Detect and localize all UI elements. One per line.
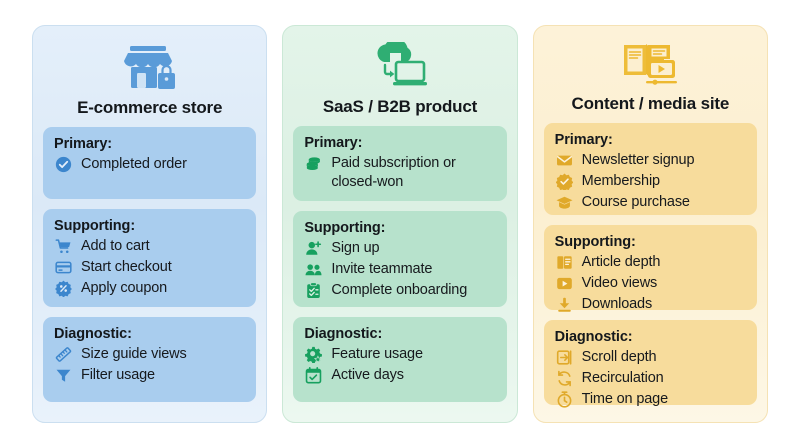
clipboard-check-icon xyxy=(304,281,323,300)
shopping-cart-icon xyxy=(54,237,73,256)
list-item: Size guide views xyxy=(54,345,245,364)
list-item-label: Add to cart xyxy=(81,238,150,255)
list-item-label: Downloads xyxy=(581,296,653,312)
section-label: Primary: xyxy=(304,135,363,152)
section-supporting-content: Supporting: Article depth Video views Do… xyxy=(543,225,757,312)
credit-card-icon xyxy=(54,258,73,277)
list-item: Time on page xyxy=(555,390,746,409)
list-item: Apply coupon xyxy=(54,279,245,298)
article-book-icon xyxy=(555,253,574,272)
section-label: Primary: xyxy=(554,132,613,148)
section-primary-saas: Primary: Paid subscription or closed-won xyxy=(293,126,507,201)
list-item: Scroll depth xyxy=(555,348,746,367)
section-diagnostic-saas: Diagnostic: Feature usage Active days xyxy=(293,317,507,403)
list-item-label: Filter usage xyxy=(81,367,155,383)
list-item: Invite teammate xyxy=(304,260,495,279)
list-item-label: Size guide views xyxy=(81,346,187,362)
list-item-label: Completed order xyxy=(81,156,187,173)
coupon-percent-icon xyxy=(54,279,73,298)
section-label: Supporting: xyxy=(54,218,136,235)
stopwatch-icon xyxy=(555,390,574,409)
list-item-label: Apply coupon xyxy=(81,280,168,297)
section-label: Primary: xyxy=(54,136,113,153)
list-item: Feature usage xyxy=(304,345,495,364)
gear-star-icon xyxy=(304,345,323,364)
section-primary-ecommerce: Primary: Completed order xyxy=(43,127,257,200)
coins-stack-icon xyxy=(304,154,323,173)
section-primary-content: Primary: Newsletter signup Membership Co… xyxy=(543,123,757,215)
list-item-label: Scroll depth xyxy=(581,349,657,365)
section-diagnostic-ecommerce: Diagnostic: Size guide views Filter usag… xyxy=(43,317,257,402)
list-item: Filter usage xyxy=(54,366,245,385)
scroll-depth-icon xyxy=(555,348,574,367)
section-label: Diagnostic: xyxy=(304,326,383,343)
storefront-icon xyxy=(43,40,256,94)
column-title-saas: SaaS / B2B product xyxy=(322,97,478,117)
graduation-cap-icon xyxy=(555,193,574,212)
list-item-label: Start checkout xyxy=(81,259,172,276)
list-item: Paid subscription or closed-won xyxy=(304,154,495,192)
list-item: Add to cart xyxy=(54,237,245,256)
list-item-label: Active days xyxy=(331,367,404,384)
list-item: Article depth xyxy=(555,253,746,272)
list-item: Video views xyxy=(555,274,746,293)
column-title-content: Content / media site xyxy=(571,94,730,113)
section-diagnostic-content: Diagnostic: Scroll depth Recirculation T… xyxy=(543,320,757,408)
envelope-icon xyxy=(555,151,574,170)
ruler-icon xyxy=(54,345,73,364)
cloud-laptop-icon xyxy=(293,40,506,93)
users-group-icon xyxy=(304,260,323,279)
download-arrow-icon xyxy=(555,295,574,314)
refresh-cycle-icon xyxy=(555,369,574,388)
list-item: Newsletter signup xyxy=(555,151,746,170)
section-supporting-saas: Supporting: Sign up Invite teammate Comp… xyxy=(293,210,507,308)
list-item-label: Course purchase xyxy=(581,194,690,210)
section-supporting-ecommerce: Supporting: Add to cart Start checkout A… xyxy=(43,209,257,307)
video-play-icon xyxy=(555,274,574,293)
list-item-label: Time on page xyxy=(581,391,668,407)
section-label: Diagnostic: xyxy=(554,329,633,345)
list-item-label: Complete onboarding xyxy=(331,281,468,298)
list-item: Start checkout xyxy=(54,258,245,277)
badge-check-icon xyxy=(555,172,574,191)
list-item-label: Recirculation xyxy=(581,370,664,386)
list-item: Active days xyxy=(304,366,495,385)
section-label: Supporting: xyxy=(554,234,636,250)
section-label: Supporting: xyxy=(304,219,386,236)
list-item-label: Article depth xyxy=(581,254,661,270)
list-item-label: Newsletter signup xyxy=(581,152,695,168)
list-item-label: Video views xyxy=(581,275,658,291)
list-item: Sign up xyxy=(304,239,495,258)
list-item-label: Sign up xyxy=(331,239,380,256)
list-item: Completed order xyxy=(54,155,245,174)
list-item-label: Invite teammate xyxy=(331,260,433,277)
list-item: Downloads xyxy=(555,295,746,314)
list-item: Course purchase xyxy=(555,193,746,212)
calendar-check-icon xyxy=(304,366,323,385)
user-plus-icon xyxy=(304,239,323,258)
list-item-label: Membership xyxy=(581,173,660,189)
column-title-ecommerce: E-commerce store xyxy=(77,98,223,118)
column-card-saas: SaaS / B2B product Primary: Paid subscri… xyxy=(282,25,518,423)
list-item: Recirculation xyxy=(555,369,746,388)
list-item: Complete onboarding xyxy=(304,281,495,300)
list-item: Membership xyxy=(555,172,746,191)
list-item-label: Paid subscription or closed-won xyxy=(331,155,456,191)
funnel-filter-icon xyxy=(54,366,73,385)
list-item-label: Feature usage xyxy=(331,346,423,363)
column-card-content: Content / media site Primary: Newsletter… xyxy=(532,25,768,423)
column-card-ecommerce: E-commerce store Primary: Completed orde… xyxy=(32,25,268,423)
check-circle-icon xyxy=(54,155,73,174)
book-video-icon xyxy=(544,40,757,90)
section-label: Diagnostic: xyxy=(54,326,132,342)
